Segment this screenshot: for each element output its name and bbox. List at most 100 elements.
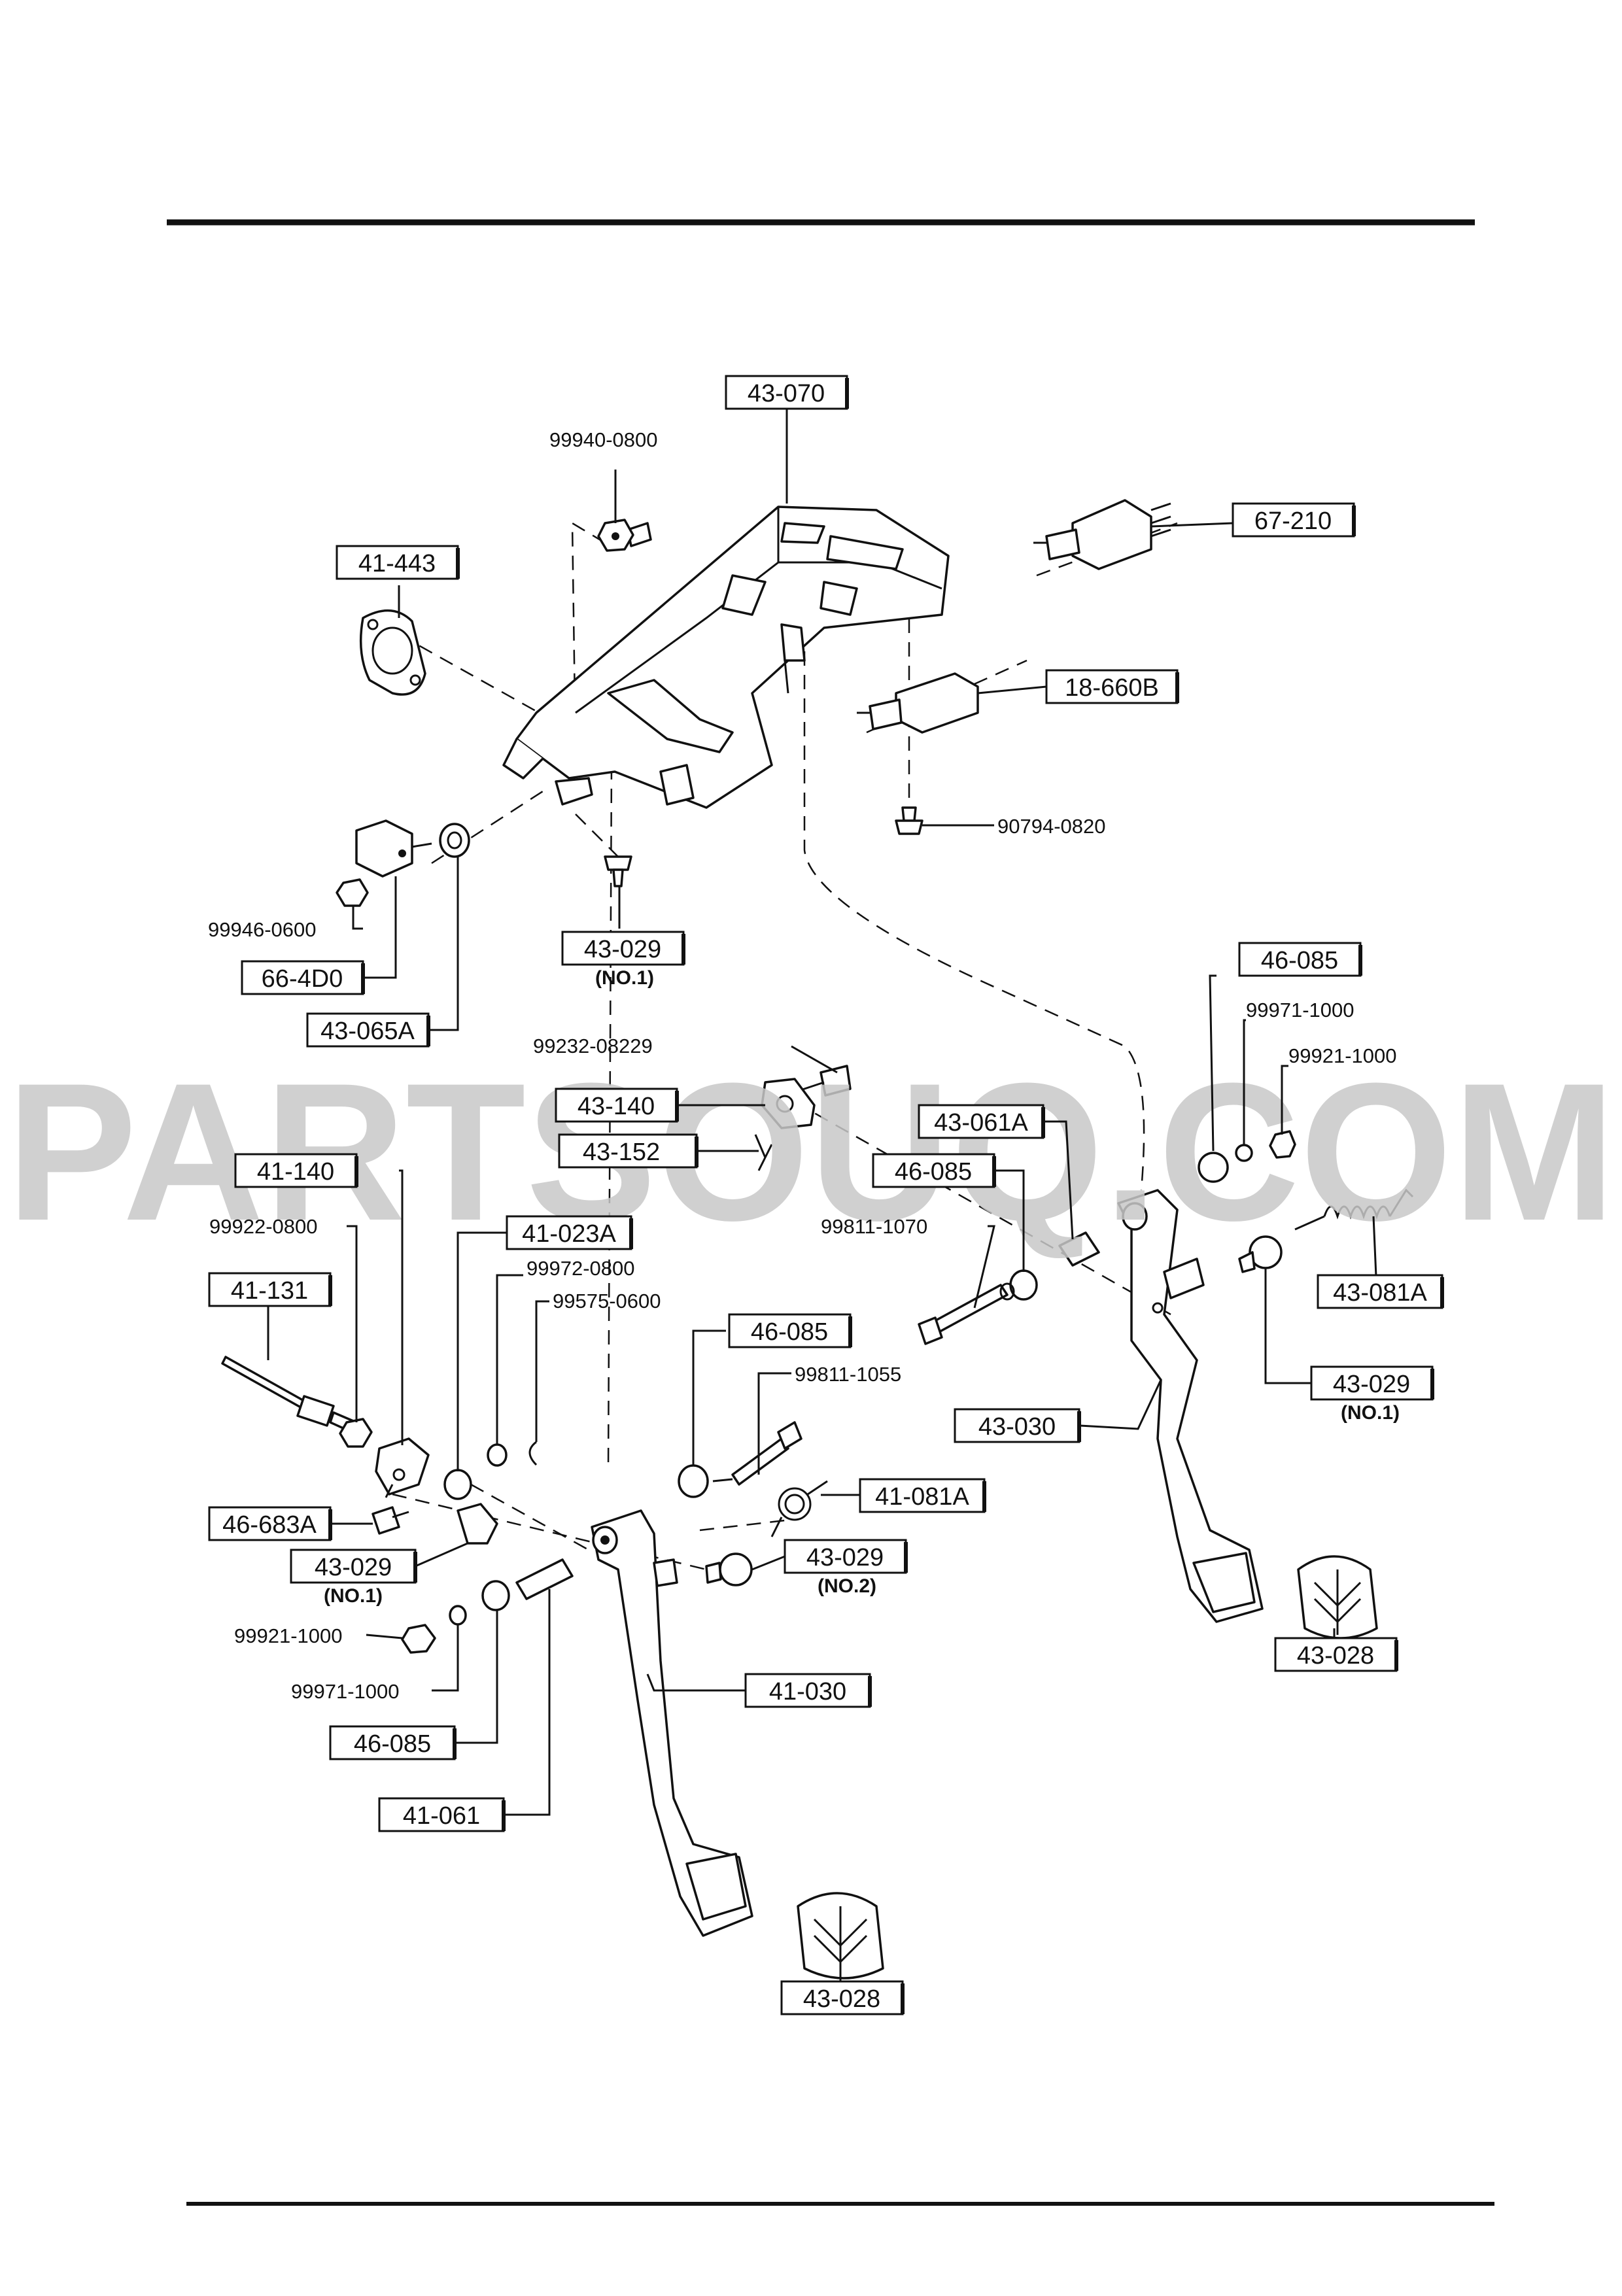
bush-41-061-drawing <box>515 1558 574 1600</box>
label-no2: (NO.2) <box>818 1575 876 1597</box>
label-99811-1055: 99811-1055 <box>795 1363 901 1386</box>
svg-text:43-152: 43-152 <box>583 1139 660 1166</box>
label-18-660B: 18-660B <box>1045 669 1179 704</box>
stopper-43-029-right-drawing <box>1238 1235 1283 1273</box>
label-43-030: 43-030 <box>954 1408 1081 1443</box>
label-46-085-d: 46-085 <box>329 1725 457 1760</box>
label-no1-left: (NO.1) <box>324 1585 383 1607</box>
pedal-pad-bottom-drawing <box>797 1892 884 1979</box>
bushing-46-085-right-drawing <box>1198 1130 1296 1183</box>
label-43-070: 43-070 <box>725 375 849 410</box>
svg-text:41-131: 41-131 <box>231 1277 308 1305</box>
svg-text:41-081A: 41-081A <box>875 1483 969 1511</box>
label-99575-0600: 99575-0600 <box>553 1290 661 1312</box>
label-no1-right: (NO.1) <box>1341 1402 1400 1424</box>
clip-99575-drawing <box>528 1441 538 1466</box>
svg-text:41-061: 41-061 <box>403 1802 480 1830</box>
label-41-140: 41-140 <box>234 1153 358 1188</box>
label-46-085-b: 46-085 <box>872 1153 996 1188</box>
switch-67-210-drawing <box>1033 499 1171 570</box>
label-43-061A: 43-061A <box>918 1104 1045 1139</box>
svg-text:43-029: 43-029 <box>1333 1371 1410 1398</box>
svg-text:43-070: 43-070 <box>748 380 825 407</box>
label-99972-0800: 99972-0800 <box>526 1257 635 1280</box>
label-43-028-right: 43-028 <box>1274 1637 1398 1672</box>
label-43-028-bottom: 43-028 <box>780 1980 905 2015</box>
clutch-pedal-41-030-drawing <box>591 1509 753 1937</box>
label-43-029-left: 43-029 <box>290 1549 417 1584</box>
stopper-43-029-top-drawing <box>604 855 632 887</box>
brake-pedal-43-030-drawing <box>1117 1189 1264 1623</box>
label-43-065A: 43-065A <box>306 1012 430 1048</box>
spring-43-081A-drawing <box>1294 1188 1414 1231</box>
label-41-030: 41-030 <box>744 1673 872 1708</box>
nut-99921-bottom-drawing <box>401 1624 436 1654</box>
label-43-152: 43-152 <box>558 1133 699 1169</box>
label-43-140: 43-140 <box>555 1088 679 1123</box>
nut-99922-drawing <box>339 1418 373 1448</box>
gasket-41-443-drawing <box>359 609 426 696</box>
leader-lines <box>267 409 1378 1981</box>
switch-18-660B-drawing <box>857 672 979 734</box>
clip-43-152-drawing <box>754 1134 773 1171</box>
label-99940-0800: 99940-0800 <box>549 428 658 451</box>
washer-99971-bottom-drawing <box>449 1605 467 1626</box>
stopper-43-029-left-drawing <box>457 1503 498 1545</box>
rod-41-131-drawing <box>221 1356 358 1433</box>
svg-text:43-029: 43-029 <box>584 936 661 963</box>
bushing-46-085-center-drawing <box>678 1464 709 1498</box>
bolt-99811-1070-drawing <box>918 1282 1015 1345</box>
label-43-029-no2: 43-029 <box>784 1539 908 1574</box>
svg-text:43-061A: 43-061A <box>934 1109 1028 1137</box>
bushing-41-023A-drawing <box>443 1469 472 1500</box>
pedal-pad-right-drawing <box>1297 1555 1378 1639</box>
nut-99946-drawing <box>336 878 369 907</box>
svg-text:46-085: 46-085 <box>751 1318 828 1346</box>
label-41-023A: 41-023A <box>506 1215 633 1250</box>
pedal-bracket-drawing <box>502 505 950 809</box>
svg-text:41-030: 41-030 <box>769 1678 846 1705</box>
svg-text:67-210: 67-210 <box>1254 507 1332 535</box>
label-99946-0600: 99946-0600 <box>208 918 317 941</box>
label-46-085-c: 46-085 <box>728 1313 852 1348</box>
svg-text:43-065A: 43-065A <box>320 1018 415 1045</box>
svg-text:46-085: 46-085 <box>354 1730 431 1758</box>
label-43-029-right: 43-029 <box>1310 1365 1434 1401</box>
label-41-081A: 41-081A <box>859 1478 986 1513</box>
label-no1-top: (NO.1) <box>595 967 654 989</box>
spring-41-081A-drawing <box>770 1480 828 1537</box>
svg-text:41-140: 41-140 <box>257 1158 334 1186</box>
washer-99972-drawing <box>487 1443 508 1467</box>
bushing-43-065A-drawing <box>439 823 470 858</box>
bolt-99811-1055-drawing <box>712 1421 802 1486</box>
svg-text:66-4D0: 66-4D0 <box>262 965 343 993</box>
nut-99940-drawing <box>597 519 634 552</box>
svg-text:43-028: 43-028 <box>1297 1642 1374 1670</box>
svg-text:43-081A: 43-081A <box>1333 1279 1427 1307</box>
label-90794-0820: 90794-0820 <box>997 815 1106 838</box>
svg-text:46-683A: 46-683A <box>222 1511 317 1539</box>
bolt-46-683A-drawing <box>371 1506 409 1535</box>
svg-text:43-029: 43-029 <box>806 1544 884 1571</box>
label-99811-1070: 99811-1070 <box>821 1215 927 1238</box>
bushing-46-085-bottom-drawing <box>481 1580 510 1611</box>
label-46-683A: 46-683A <box>208 1506 332 1541</box>
svg-text:46-085: 46-085 <box>1261 947 1338 974</box>
label-67-210: 67-210 <box>1232 502 1356 538</box>
svg-text:43-030: 43-030 <box>978 1413 1056 1441</box>
label-99971-1000-b: 99971-1000 <box>291 1680 400 1703</box>
label-43-029-top: 43-029 <box>561 931 685 966</box>
label-99232-08229: 99232-08229 <box>533 1035 653 1057</box>
stopper-43-029-no2-drawing <box>705 1552 753 1586</box>
watermark: PARTSOUQ.COM <box>6 1042 1615 1261</box>
label-41-131: 41-131 <box>208 1272 332 1307</box>
label-66-4D0: 66-4D0 <box>241 960 365 995</box>
svg-text:18-660B: 18-660B <box>1065 674 1159 702</box>
label-41-443: 41-443 <box>336 545 460 580</box>
label-43-081A: 43-081A <box>1317 1274 1444 1309</box>
svg-text:46-085: 46-085 <box>895 1158 972 1186</box>
label-46-085-a: 46-085 <box>1238 942 1362 977</box>
label-99921-1000-a: 99921-1000 <box>1288 1044 1397 1067</box>
